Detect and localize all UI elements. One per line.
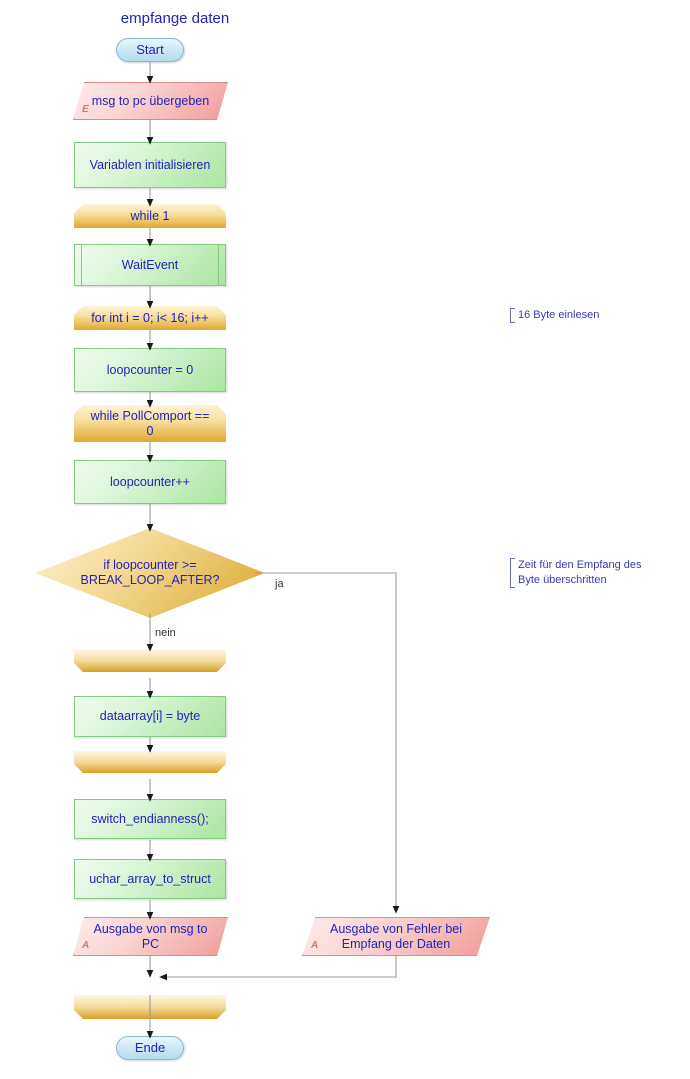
- node-loop-for-i[interactable]: for int i = 0; i< 16; i++: [74, 306, 226, 330]
- node-loop-end-for[interactable]: [74, 751, 226, 773]
- node-output-error[interactable]: Ausgabe von Fehler bei Empfang der Daten: [302, 917, 490, 956]
- input-marker-e: E: [82, 104, 89, 115]
- node-loop-end-while-1-label: [74, 995, 226, 1019]
- node-uchar-array-to-struct[interactable]: uchar_array_to_struct: [74, 859, 226, 899]
- node-init-variables-label: Variablen initialisieren: [89, 157, 211, 172]
- node-loopcounter-reset-label: loopcounter = 0: [106, 362, 194, 377]
- node-switch-endianness-label: switch_endianness();: [91, 811, 209, 826]
- node-input-msg-to-pc-label: msg to pc übergeben: [91, 93, 210, 108]
- node-output-msg-to-pc-label: Ausgabe von msg to PC: [93, 921, 208, 951]
- node-ende-label: Ende: [134, 1040, 166, 1056]
- node-uchar-array-to-struct-label: uchar_array_to_struct: [89, 871, 211, 886]
- output-marker-a: A: [82, 940, 90, 951]
- node-loop-while-pollcomport[interactable]: while PollComport == 0: [74, 405, 226, 442]
- node-loop-while-1[interactable]: while 1: [74, 204, 226, 228]
- node-output-error-label: Ausgabe von Fehler bei Empfang der Daten: [329, 921, 463, 951]
- node-loop-end-while-1[interactable]: [74, 995, 226, 1019]
- page-title: empfange daten: [120, 10, 230, 27]
- node-start-label: Start: [136, 42, 164, 58]
- node-loop-while-1-label: while 1: [130, 208, 170, 223]
- annotation-timeout: Zeit für den Empfang des Byte überschrit…: [510, 558, 673, 588]
- node-subroutine-waitevent-label: WaitEvent: [121, 257, 179, 272]
- node-decision-break-loop-label: if loopcounter >= BREAK_LOOP_AFTER?: [80, 558, 220, 587]
- node-output-msg-to-pc[interactable]: Ausgabe von msg to PC: [73, 917, 228, 956]
- branch-label-yes: ja: [275, 578, 284, 590]
- node-dataarray-assign[interactable]: dataarray[i] = byte: [74, 696, 226, 737]
- annotation-16-byte: 16 Byte einlesen: [510, 308, 668, 323]
- node-subroutine-waitevent[interactable]: WaitEvent: [74, 244, 226, 286]
- node-ende[interactable]: Ende: [116, 1036, 184, 1060]
- node-loop-end-while-pollcomport[interactable]: [74, 650, 226, 672]
- node-start[interactable]: Start: [116, 38, 184, 62]
- node-loopcounter-increment[interactable]: loopcounter++: [74, 460, 226, 504]
- node-decision-break-loop[interactable]: if loopcounter >= BREAK_LOOP_AFTER?: [35, 528, 265, 618]
- node-loop-while-pollcomport-label: while PollComport == 0: [90, 408, 210, 438]
- branch-label-no: nein: [155, 627, 176, 639]
- node-loopcounter-increment-label: loopcounter++: [110, 474, 190, 489]
- node-input-msg-to-pc[interactable]: msg to pc übergeben: [73, 82, 228, 120]
- output-error-marker-a: A: [311, 940, 319, 951]
- node-switch-endianness[interactable]: switch_endianness();: [74, 799, 226, 839]
- node-init-variables[interactable]: Variablen initialisieren: [74, 142, 226, 188]
- node-loop-end-while-pollcomport-label: [74, 650, 226, 672]
- node-loop-for-i-label: for int i = 0; i< 16; i++: [91, 310, 209, 325]
- node-dataarray-assign-label: dataarray[i] = byte: [99, 709, 201, 724]
- node-loop-end-for-label: [74, 751, 226, 773]
- node-loopcounter-reset[interactable]: loopcounter = 0: [74, 348, 226, 392]
